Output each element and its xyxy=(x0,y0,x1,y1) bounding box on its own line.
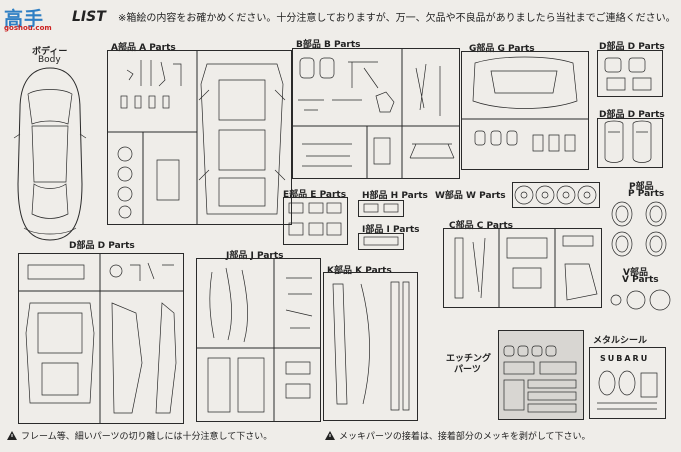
i-parts-frame xyxy=(358,233,404,250)
j-parts-drawing xyxy=(196,258,321,422)
g-parts-label: G部品 G Parts xyxy=(469,44,535,54)
parts-list-title: LIST xyxy=(72,9,106,25)
c-parts-frame xyxy=(443,228,602,308)
d-parts-bottom-label: D部品 D Parts xyxy=(69,241,135,251)
a-parts-drawing xyxy=(107,50,286,225)
metal-seal-drawing xyxy=(597,370,658,410)
etching-parts-frame xyxy=(498,330,584,420)
c-parts-drawing xyxy=(454,228,598,308)
c-parts-label: C部品 C Parts xyxy=(449,221,514,231)
h-parts-drawing xyxy=(363,203,399,213)
i-parts-label: I部品 I Parts xyxy=(362,225,420,235)
d-parts-top1-frame xyxy=(597,50,663,97)
footer-left-notice: フレーム等、細いパーツの切り離しには十分注意して下さい。 xyxy=(21,432,273,442)
w-parts-frame xyxy=(512,182,600,208)
p-parts-tires-drawing xyxy=(611,201,667,257)
d-parts-bottom-drawing xyxy=(18,253,184,424)
metal-seal-frame xyxy=(589,347,666,419)
g-parts-drawing xyxy=(461,56,589,152)
w-parts-drawing xyxy=(514,185,597,205)
b-parts-drawing xyxy=(292,48,460,179)
metal-seal-label: メタルシール xyxy=(593,336,648,346)
h-parts-frame xyxy=(358,200,404,217)
k-parts-frame xyxy=(323,272,418,421)
d-parts-top2-frame xyxy=(597,118,663,168)
body-label-en: Body xyxy=(38,55,61,65)
p-parts-label-jp: P部品 xyxy=(629,182,654,192)
warning-icon xyxy=(7,431,17,440)
i-parts-drawing xyxy=(363,236,399,246)
d-parts-top2-drawing xyxy=(604,120,652,163)
d-parts-top1-drawing xyxy=(604,57,652,91)
d-parts-top2-label: D部品 D Parts xyxy=(599,110,665,120)
w-parts-label: W部品 W Parts xyxy=(435,191,506,201)
warning-icon xyxy=(325,431,335,440)
v-parts-label-en: V Parts xyxy=(622,275,659,285)
subaru-seal-text: SUBARU xyxy=(600,354,650,363)
b-parts-frame xyxy=(292,48,460,179)
footer-right-notice-row: メッキパーツの接着は、接着部分のメッキを剥がして下さい。 xyxy=(325,429,591,442)
j-parts-frame xyxy=(196,258,321,422)
k-parts-drawing xyxy=(332,281,410,411)
site-logo: 高手 goshou.com xyxy=(0,0,112,34)
j-parts-label: J部品 J Parts xyxy=(226,251,284,261)
etching-parts-drawing xyxy=(503,345,577,413)
a-parts-label: A部品 A Parts xyxy=(111,43,176,53)
d-parts-bottom-frame xyxy=(18,253,184,424)
v-parts-label-jp: V部品 xyxy=(623,268,648,278)
body-drawing xyxy=(13,67,87,241)
h-parts-label: H部品 H Parts xyxy=(362,191,428,201)
top-notice: ※箱絵の内容をお確かめください。十分注意しておりますが、万一、欠品や不良品があり… xyxy=(118,13,676,24)
e-parts-drawing xyxy=(288,202,342,236)
g-parts-frame xyxy=(461,51,589,170)
k-parts-label: K部品 K Parts xyxy=(327,266,392,276)
e-parts-frame xyxy=(283,197,348,245)
etching-label-jp1: エッチング xyxy=(446,354,492,364)
p-parts-label-en: P Parts xyxy=(628,189,665,199)
v-parts-drawing xyxy=(610,289,671,311)
etching-label-jp2: パーツ xyxy=(454,365,481,375)
logo-text: 高手 xyxy=(4,8,45,30)
e-parts-label: E部品 E Parts xyxy=(283,190,347,200)
logo-subtext: goshou.com xyxy=(4,24,52,32)
footer-left-notice-row: フレーム等、細いパーツの切り離しには十分注意して下さい。 xyxy=(7,429,272,442)
footer-right-notice: メッキパーツの接着は、接着部分のメッキを剥がして下さい。 xyxy=(339,432,591,442)
body-label-jp: ボディー xyxy=(32,47,68,57)
a-parts-frame xyxy=(107,50,292,225)
d-parts-top1-label: D部品 D Parts xyxy=(599,42,665,52)
b-parts-label: B部品 B Parts xyxy=(296,40,361,50)
